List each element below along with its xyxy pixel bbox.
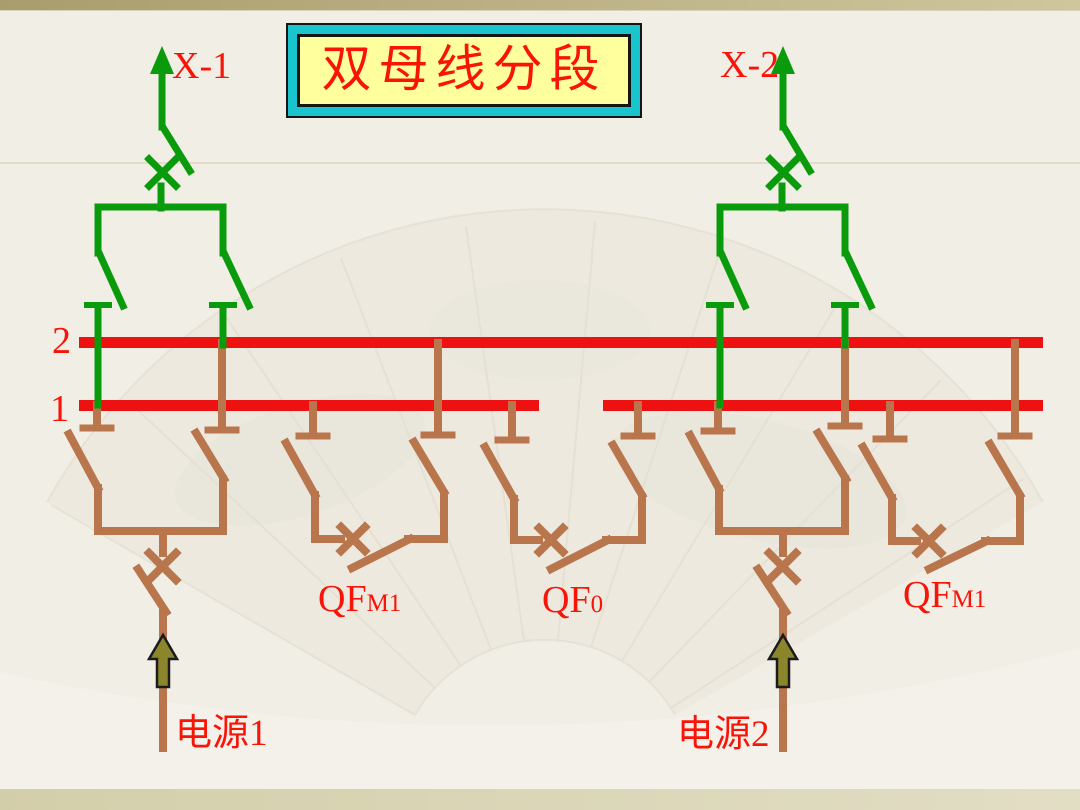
coupler-right-label: QFM1 (903, 574, 986, 616)
feeder-x2-circuit (706, 46, 876, 409)
source-1-label: 电源1 (175, 713, 268, 754)
sectionalizer-label: QF0 (542, 579, 603, 621)
bus-sectionalizer (479, 439, 648, 575)
bus2-drop-disconnectors (204, 339, 1033, 440)
feeder-x1-breaker-x-icon (144, 154, 181, 191)
source-1-arrow-icon (146, 632, 180, 689)
feeder-x2-arrow-icon (771, 46, 795, 74)
coupler-left-breaker-x-icon (335, 521, 371, 557)
bus1-stub-disconnectors (79, 401, 908, 444)
coupler-left-label-subscript: M1 (367, 590, 402, 617)
bus-2-bar (79, 337, 1043, 348)
bottom-decoration-bar (0, 789, 1080, 810)
sectionalizer-breaker-x-icon (533, 522, 569, 558)
feeder-x1-arrow-icon (150, 46, 174, 74)
bus-coupler-right (857, 438, 1026, 575)
sectionalizer-label-subscript: 0 (591, 591, 604, 618)
bus-1-right-bar (603, 400, 1043, 411)
diagram-labels: X-1 X-2 2 1 QFM1 QF0 QFM1 电源1 电源2 (50, 44, 986, 755)
coupler-left-label-main: QF (318, 578, 367, 620)
source-2-breaker-x-icon (763, 547, 802, 586)
top-decoration-bar (0, 0, 1080, 11)
feeder-x1-label: X-1 (172, 45, 231, 87)
feeder-x1-circuit (84, 46, 254, 409)
source-1-breaker-x-icon (143, 547, 182, 586)
brown-equipment (63, 339, 1033, 752)
slide-title-inner-frame: 双母线分段 (297, 34, 631, 107)
fan-watermark (0, 208, 1080, 810)
source-1-bay (63, 427, 230, 752)
bus-2-label: 2 (52, 320, 71, 362)
feeder-x2-breaker-x-icon (765, 154, 802, 191)
source-arrows (146, 632, 800, 689)
source-2-label: 电源2 (677, 714, 770, 755)
bus-coupler-left (280, 436, 450, 574)
feeder-x2-label: X-2 (720, 44, 779, 86)
page-title: 双母线分段 (321, 40, 607, 97)
coupler-right-label-subscript: M1 (952, 586, 987, 613)
coupler-left-label: QFM1 (318, 578, 401, 620)
coupler-right-breaker-x-icon (911, 523, 947, 559)
source-2-arrow-icon (766, 632, 800, 689)
sectionalizer-label-main: QF (542, 579, 591, 621)
bus-1-label: 1 (50, 388, 69, 430)
slide-title-box: 双母线分段 (286, 23, 642, 118)
green-feeders (84, 46, 876, 409)
coupler-right-label-main: QF (903, 574, 952, 616)
